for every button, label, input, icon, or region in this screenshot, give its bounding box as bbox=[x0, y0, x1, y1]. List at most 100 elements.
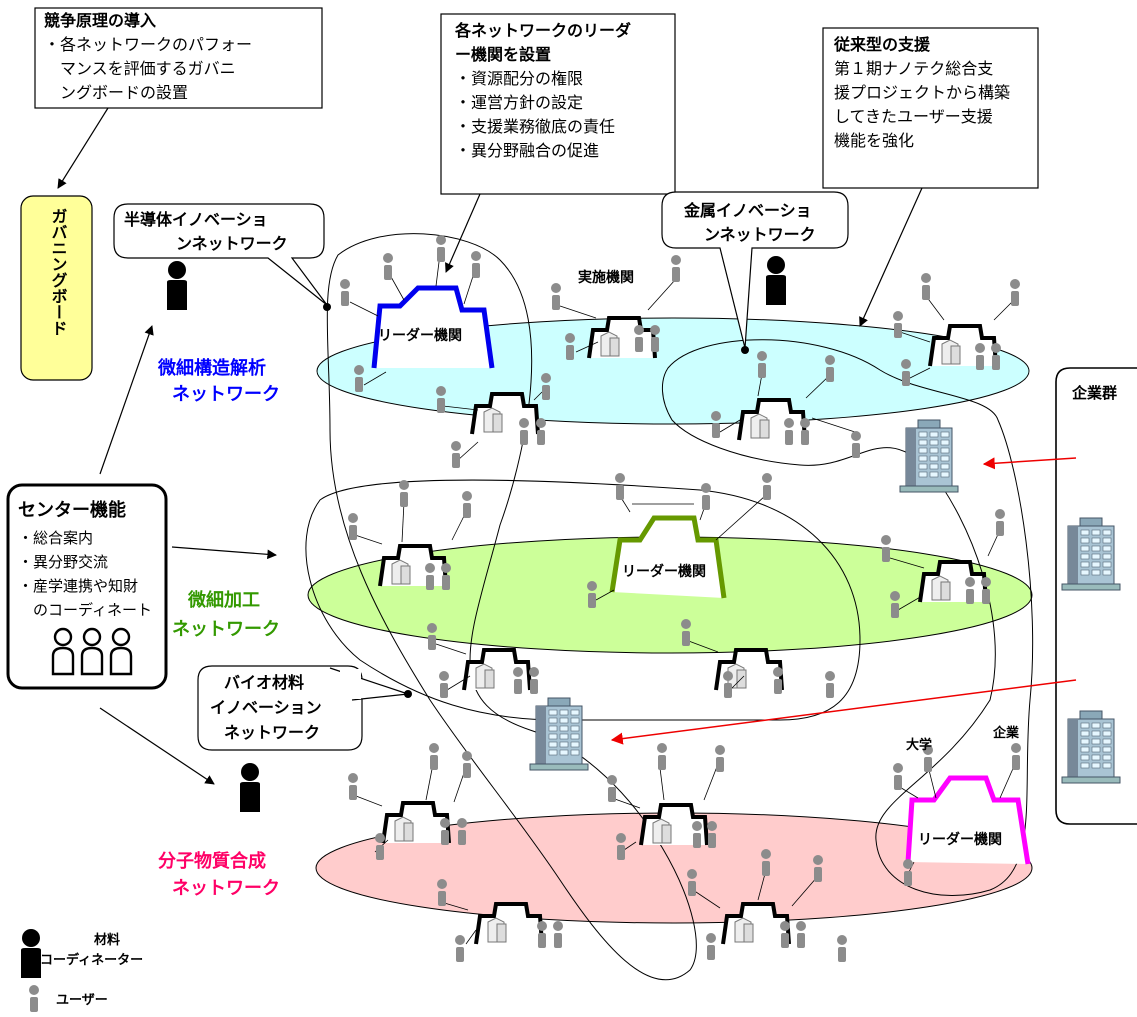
conventional-box-line-4: 機能を強化 bbox=[834, 131, 914, 150]
bio-innovation-loop bbox=[305, 479, 861, 721]
user-icon bbox=[825, 671, 835, 698]
user-icon bbox=[529, 667, 539, 694]
user-icon bbox=[634, 325, 644, 352]
user-icon bbox=[437, 879, 447, 906]
center-box-line-1: ・総合案内 bbox=[18, 529, 93, 547]
office-tower-icon bbox=[529, 697, 589, 771]
connector-arrows bbox=[57, 107, 923, 785]
legend-coordinator-line-2: コーディネーター bbox=[40, 952, 143, 968]
user-icon bbox=[425, 563, 435, 590]
user-icon bbox=[462, 751, 472, 778]
user-icon bbox=[991, 343, 1001, 370]
legend-user: ユーザー bbox=[56, 993, 108, 1008]
user-icon bbox=[837, 935, 847, 962]
user-icon bbox=[757, 351, 767, 378]
center-function-box: センター機能 ・総合案内 ・異分野交流 ・産学連携や知財 のコーディネート bbox=[6, 483, 168, 690]
user-icon bbox=[436, 235, 446, 262]
user-icon bbox=[439, 671, 449, 698]
leader-institution-label: リーダー機関 bbox=[378, 327, 462, 344]
competition-box-title: 競争原理の導入 bbox=[44, 11, 156, 30]
user-icon bbox=[981, 577, 991, 604]
coordinator-icon bbox=[21, 929, 41, 978]
leader-box-line-4: ・異分野融合の促進 bbox=[455, 141, 599, 160]
user-icon bbox=[796, 921, 806, 948]
fabrication-network-label-1: 微細加工 bbox=[187, 589, 260, 611]
leader-institution-label: リーダー機関 bbox=[622, 563, 706, 580]
user-icon bbox=[436, 386, 446, 413]
user-icon bbox=[348, 513, 358, 540]
user-icon bbox=[616, 833, 626, 860]
center-box-line-2: ・異分野交流 bbox=[18, 553, 108, 571]
office-tower-icon bbox=[1061, 517, 1121, 591]
user-icon bbox=[441, 563, 451, 590]
leader-institution-green: リーダー機関 bbox=[609, 515, 727, 599]
user-icon bbox=[762, 473, 772, 500]
bio-bubble-line-2: イノベーション bbox=[210, 698, 322, 717]
bio-bubble-line-1: バイオ材料 bbox=[224, 673, 304, 692]
office-tower-icon bbox=[1061, 710, 1121, 784]
user-icon bbox=[901, 359, 911, 386]
synthesis-network-label-1: 分子物質合成 bbox=[158, 850, 266, 872]
metal-bubble: 金属イノベーショ ンネットワーク bbox=[661, 191, 849, 354]
user-icon bbox=[825, 355, 835, 382]
user-icon bbox=[513, 667, 523, 694]
synthesis-network-label-2: ネットワーク bbox=[172, 878, 280, 899]
competition-box-line-2: マンスを評価するガバニ bbox=[44, 59, 236, 78]
governing-board-label: ガバニングボード bbox=[49, 208, 68, 336]
university-label: 大学 bbox=[906, 737, 932, 753]
user-icon bbox=[455, 935, 465, 962]
center-box-line-4: のコーディネート bbox=[18, 601, 152, 619]
leader-box-line-2: ・運営方針の設定 bbox=[455, 93, 583, 112]
user-icon bbox=[427, 623, 437, 650]
center-box-title: センター機能 bbox=[18, 499, 126, 521]
conventional-box-line-2: 援プロジェクトから構築 bbox=[834, 83, 1010, 102]
user-icon bbox=[706, 933, 716, 960]
user-icon bbox=[340, 279, 350, 306]
semiconductor-bubble-line-1: 半導体イノベーショ bbox=[124, 210, 268, 229]
coordinator-icon bbox=[240, 763, 260, 812]
office-tower-icon bbox=[899, 419, 959, 493]
user-icon bbox=[565, 333, 575, 360]
semiconductor-bubble-line-2: ンネットワーク bbox=[176, 234, 288, 253]
leader-box-title-1: 各ネットワークのリーダ bbox=[454, 21, 631, 40]
bio-bubble: バイオ材料 イノベーション ネットワーク bbox=[197, 665, 412, 751]
user-icon bbox=[657, 743, 667, 770]
user-icon bbox=[715, 745, 725, 772]
user-icon bbox=[773, 667, 783, 694]
user-icon bbox=[681, 619, 691, 646]
user-icon bbox=[551, 283, 561, 310]
user-icon bbox=[553, 921, 563, 948]
legend-coordinator-line-1: 材料 bbox=[94, 932, 120, 948]
conventional-box-title: 従来型の支援 bbox=[833, 35, 931, 54]
companies-panel-title: 企業群 bbox=[1071, 384, 1117, 402]
people-icon bbox=[51, 627, 133, 676]
user-icon bbox=[536, 418, 546, 445]
user-icon bbox=[701, 483, 711, 510]
user-icon bbox=[893, 763, 903, 790]
leader-box-title-2: ー機関を設置 bbox=[455, 45, 551, 64]
semiconductor-bubble: 半導体イノベーショ ンネットワーク bbox=[113, 203, 331, 311]
leader-box-line-1: ・資源配分の権限 bbox=[455, 69, 583, 88]
user-icon bbox=[462, 491, 472, 518]
bio-bubble-line-3: ネットワーク bbox=[224, 723, 320, 742]
coordinator-icon bbox=[167, 261, 187, 310]
structure-network-label-2: ネットワーク bbox=[172, 384, 280, 405]
user-icon bbox=[687, 869, 697, 896]
user-icon bbox=[784, 418, 794, 445]
center-box-line-3: ・産学連携や知財 bbox=[18, 577, 138, 595]
user-icon bbox=[692, 821, 702, 848]
user-icon bbox=[537, 921, 547, 948]
user-icon bbox=[383, 253, 393, 280]
user-icon bbox=[1011, 743, 1021, 770]
user-icon bbox=[707, 821, 717, 848]
company-arrows bbox=[610, 457, 1077, 745]
leader-box-line-3: ・支援業務徹底の責任 bbox=[455, 117, 615, 136]
companies-panel: 企業群 bbox=[1055, 367, 1137, 825]
user-icon bbox=[813, 855, 823, 882]
user-icon bbox=[893, 311, 903, 338]
user-icon bbox=[921, 273, 931, 300]
user-icon bbox=[671, 255, 681, 282]
user-icon bbox=[607, 775, 617, 802]
user-icon bbox=[399, 480, 409, 507]
